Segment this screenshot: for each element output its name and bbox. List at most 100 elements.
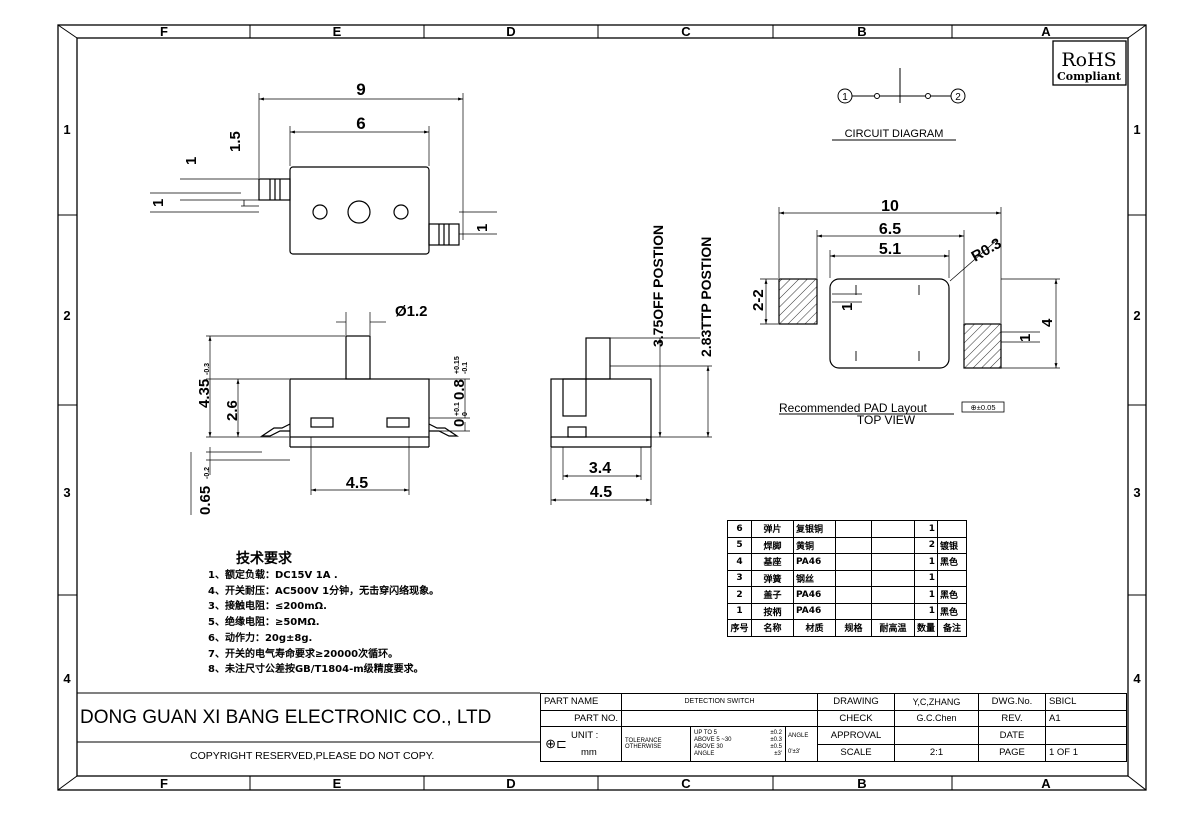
- dim-0-65: 0.65: [197, 486, 214, 515]
- tech-requirements-list: 1、额定负载：DC15V 1A . 4、开关耐压：AC500V 1分钟，无击穿闪…: [208, 568, 439, 678]
- dim-5-1: 5.1: [879, 241, 901, 258]
- title-block: PART NAME DETECTION SWITCH DRAWING Y,C,Z…: [540, 693, 1127, 762]
- row-label-4: 4: [63, 671, 71, 686]
- drawing-by: Y,C,ZHANG: [894, 693, 979, 711]
- side-view-drawing: [550, 337, 652, 448]
- page-label: PAGE: [978, 743, 1046, 762]
- top-view-dims: [150, 93, 497, 240]
- dim-dia-1-2: Ø1.2: [395, 303, 428, 320]
- col-label-b: B: [857, 24, 866, 39]
- row-label-3: 3: [63, 485, 70, 500]
- tech-requirements-title: 技术要求: [236, 551, 292, 567]
- dim-4-5-side: 4.5: [590, 484, 612, 501]
- row-label-2: 2: [63, 308, 70, 323]
- col-label-e: E: [333, 24, 342, 39]
- dim-3-75-off: 3.75OFF POSTION: [650, 225, 666, 347]
- sheet-frame: [57, 24, 1147, 791]
- dim-4-5-front: 4.5: [346, 475, 368, 492]
- check-label: CHECK: [817, 709, 895, 727]
- projection-symbol-icon: ⊕⊏: [545, 736, 567, 751]
- tech-req-item: 5、绝缘电阻：≥50MΩ.: [208, 617, 320, 629]
- pad-tolerance: ⊕±0.05: [971, 403, 996, 412]
- circuit-pin1: 1: [842, 92, 848, 103]
- scale-label: SCALE: [817, 743, 895, 762]
- circuit-diagram: [837, 68, 966, 104]
- dim-3-4: 3.4: [589, 460, 611, 477]
- approval-by: [894, 726, 979, 745]
- dim-2-83-ttp: 2.83TTP POSTION: [698, 237, 714, 357]
- page-value: 1 OF 1: [1045, 743, 1127, 762]
- tech-req-item: 1、额定负载：DC15V 1A .: [208, 570, 338, 581]
- unit-label: UNIT :: [571, 730, 599, 741]
- dim-0-tol-dn: 0: [462, 412, 469, 416]
- part-no-label: PART NO.: [540, 709, 622, 727]
- col-label-a-bottom: A: [1041, 776, 1051, 791]
- dim-0-8-tol-up: +0.15: [454, 356, 461, 374]
- circuit-caption: CIRCUIT DIAGRAM: [845, 128, 944, 140]
- rohs-text: RoHS: [1061, 49, 1116, 71]
- table-header-row: 序号名称材质规格耐高温数量备注: [727, 619, 968, 637]
- col-label-c-bottom: C: [681, 776, 691, 791]
- row-label-2-right: 2: [1133, 308, 1140, 323]
- dim-1-pad-b: 1: [1017, 334, 1034, 342]
- check-by: G.C.Chen: [894, 709, 979, 727]
- col-label-b-bottom: B: [857, 776, 866, 791]
- dim-0-tol-up: +0.1: [454, 402, 461, 416]
- front-view-drawing: [260, 335, 459, 448]
- scale-value: 2:1: [894, 743, 979, 762]
- col-label-c: C: [681, 24, 691, 39]
- part-name-value: DETECTION SWITCH: [621, 693, 818, 711]
- dim-2-6: 2.6: [224, 400, 241, 421]
- row-label-1: 1: [63, 122, 70, 137]
- dim-10: 10: [881, 198, 899, 215]
- dim-1-5: 1.5: [227, 131, 244, 152]
- part-name-label: PART NAME: [540, 693, 622, 711]
- col-label-d-bottom: D: [506, 776, 515, 791]
- dim-4-35-tol: -0.3: [204, 363, 211, 375]
- date-label: DATE: [978, 726, 1046, 745]
- col-label-e-bottom: E: [333, 776, 342, 791]
- dim-0-8: 0.8: [451, 379, 468, 400]
- dim-1-pad-a: 1: [839, 303, 856, 311]
- circuit-pin2: 2: [955, 92, 961, 103]
- pad-caption: Recommended PAD Layout: [779, 401, 928, 415]
- rev-label: REV.: [978, 709, 1046, 727]
- row-label-1-right: 1: [1133, 122, 1140, 137]
- dwg-no-label: DWG.No.: [978, 693, 1046, 711]
- col-label-f-bottom: F: [160, 776, 168, 791]
- dim-1-c: 1: [474, 224, 491, 232]
- rev-value: A1: [1045, 709, 1127, 727]
- approval-label: APPROVAL: [817, 726, 895, 745]
- dim-0: 0: [451, 419, 468, 427]
- dim-1-b: 1: [150, 199, 167, 207]
- drawing-label: DRAWING: [817, 693, 895, 711]
- company-name: DONG GUAN XI BANG ELECTRONIC CO., LTD: [80, 707, 492, 728]
- dim-4-35: 4.35: [196, 379, 213, 408]
- dim-r0-3: R0.3: [969, 235, 1005, 266]
- row-label-4-right: 4: [1133, 671, 1141, 686]
- date-value: [1045, 726, 1127, 745]
- angle-label: ANGLE: [788, 733, 809, 739]
- tech-req-item: 4、开关耐压：AC500V 1分钟，无击穿闪络现象。: [208, 585, 440, 597]
- side-view-dims: [550, 337, 712, 505]
- title-block-frame: [77, 692, 540, 743]
- dim-4: 4: [1039, 318, 1056, 327]
- dim-2-2: 2-2: [750, 289, 767, 311]
- pad-layout-dims: [760, 207, 1060, 369]
- copyright-notice: COPYRIGHT RESERVED,PLEASE DO NOT COPY.: [190, 750, 435, 762]
- col-label-d: D: [506, 24, 515, 39]
- top-view-drawing: [241, 166, 460, 255]
- rohs-compliant: Compliant: [1057, 70, 1122, 83]
- unit-value: mm: [581, 747, 597, 758]
- tech-req-item: 3、接触电阻：≤200mΩ.: [208, 601, 327, 613]
- dim-0-65-tol: -0.2: [204, 467, 211, 479]
- part-no-value: [621, 709, 818, 727]
- dim-6: 6: [356, 114, 365, 133]
- dim-1-a: 1: [183, 157, 200, 165]
